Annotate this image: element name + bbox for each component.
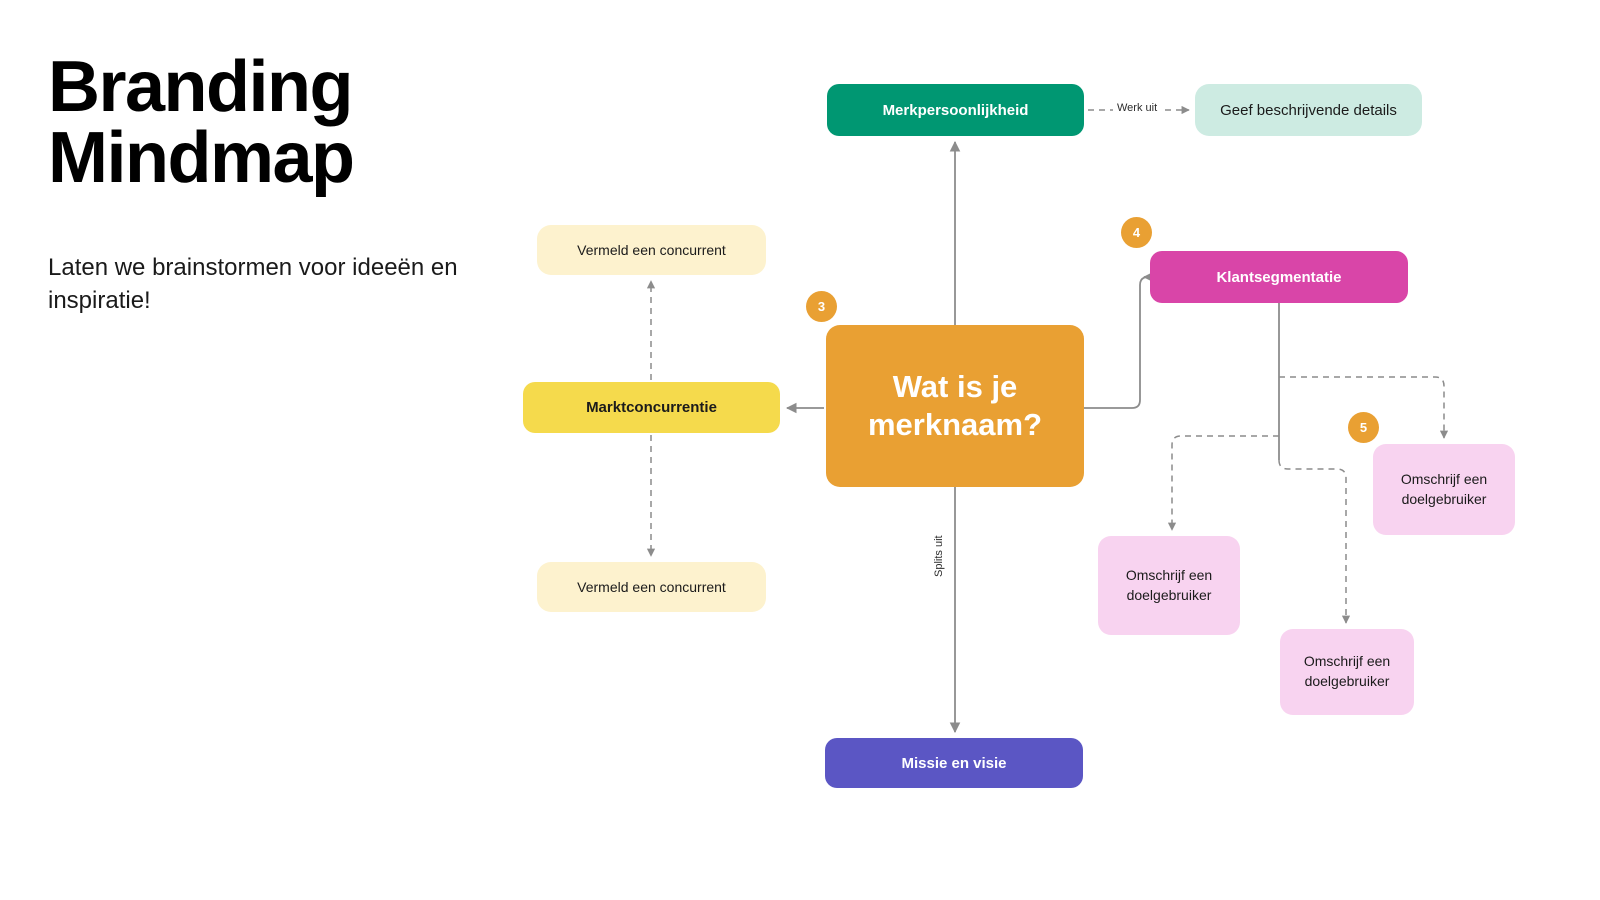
- edge-label-werk-uit: Werk uit: [1113, 102, 1162, 114]
- node-label: Omschrijf een doelgebruiker: [1400, 470, 1488, 507]
- node-label: Missie en visie: [901, 754, 1007, 772]
- step-badge-5[interactable]: 5: [1348, 412, 1379, 443]
- node-label: Omschrijf een doelgebruiker: [1125, 566, 1213, 603]
- edge-trunk-to-user-2: [1278, 459, 1351, 624]
- node-label: Vermeld een concurrent: [577, 242, 726, 258]
- step-badge-3[interactable]: 3: [806, 291, 837, 322]
- page-subtitle: Laten we brainstormen voor ideeën en ins…: [48, 254, 458, 315]
- page-title: Branding Mindmap: [48, 47, 355, 198]
- node-missie-en-visie[interactable]: Missie en visie: [825, 738, 1083, 788]
- node-vermeld-een-concurrent-2[interactable]: Vermeld een concurrent: [537, 562, 766, 612]
- node-omschrijf-een-doelgebruiker-3[interactable]: Omschrijf een doelgebruiker: [1373, 444, 1515, 535]
- step-badge-4[interactable]: 4: [1121, 217, 1152, 248]
- node-geef-beschrijvende-details[interactable]: Geef beschrijvende details: [1195, 84, 1422, 136]
- node-label: Merkpersoonlijkheid: [882, 101, 1029, 119]
- node-merkpersoonlijkheid[interactable]: Merkpersoonlijkheid: [827, 84, 1084, 136]
- node-klantsegmentatie[interactable]: Klantsegmentatie: [1150, 251, 1408, 303]
- node-label: Vermeld een concurrent: [577, 579, 726, 595]
- node-wat-is-je-merknaam[interactable]: Wat is je merknaam?: [826, 325, 1084, 487]
- node-label: Geef beschrijvende details: [1220, 101, 1397, 119]
- edge-center-to-klantsegmentatie: [1084, 271, 1154, 409]
- node-omschrijf-een-doelgebruiker-1[interactable]: Omschrijf een doelgebruiker: [1098, 536, 1240, 635]
- edge-label-splits-uit: Splits uit: [933, 532, 945, 580]
- title-panel: Branding Mindmap Laten we brainstormen v…: [48, 47, 478, 317]
- node-omschrijf-een-doelgebruiker-2[interactable]: Omschrijf een doelgebruiker: [1280, 629, 1414, 715]
- node-vermeld-een-concurrent-1[interactable]: Vermeld een concurrent: [537, 225, 766, 275]
- node-label: Omschrijf een doelgebruiker: [1303, 653, 1391, 689]
- node-label: Marktconcurrentie: [586, 399, 717, 416]
- node-marktconcurrentie[interactable]: Marktconcurrentie: [523, 382, 780, 433]
- node-label: Klantsegmentatie: [1216, 268, 1342, 286]
- node-label: Wat is je merknaam?: [867, 369, 1043, 442]
- edge-trunk-to-user-1: [1167, 435, 1279, 531]
